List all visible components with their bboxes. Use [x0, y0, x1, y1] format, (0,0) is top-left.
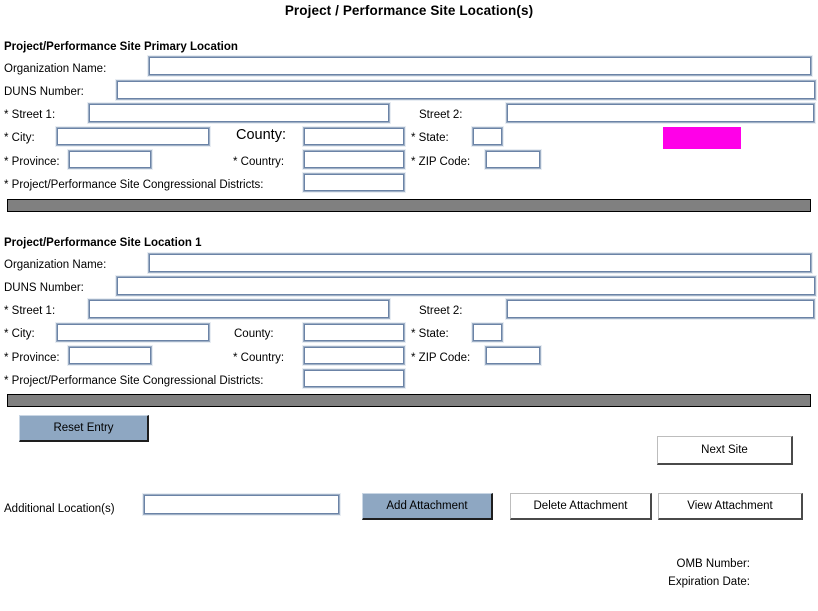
input-additional-locations[interactable] [142, 493, 341, 516]
section-heading-location-1: Project/Performance Site Location 1 [4, 237, 202, 249]
input-duns-number-primary[interactable] [115, 79, 817, 101]
label-congressional-districts-primary: * Project/Performance Site Congressional… [4, 179, 264, 191]
label-organization-name-location-1: Organization Name: [4, 259, 107, 271]
input-street2-location-1[interactable] [505, 298, 816, 320]
reset-entry-button[interactable]: Reset Entry [19, 415, 149, 442]
input-street1-primary[interactable] [87, 102, 391, 124]
highlight-block [663, 127, 741, 149]
input-county-location-1[interactable] [302, 322, 406, 343]
page-title: Project / Performance Site Location(s) [284, 3, 534, 18]
input-county-primary[interactable] [302, 126, 406, 147]
input-city-location-1[interactable] [55, 322, 211, 343]
input-city-primary[interactable] [55, 126, 211, 147]
delete-attachment-button[interactable]: Delete Attachment [510, 493, 652, 520]
input-state-primary[interactable] [471, 126, 504, 147]
label-state-primary: * State: [411, 132, 449, 144]
view-attachment-button[interactable]: View Attachment [658, 493, 803, 520]
add-attachment-button[interactable]: Add Attachment [362, 493, 493, 520]
input-zip-code-primary[interactable] [484, 149, 542, 170]
label-street2-primary: Street 2: [419, 109, 463, 121]
label-street2-location-1: Street 2: [419, 305, 463, 317]
label-zip-code-primary: * ZIP Code: [411, 156, 471, 168]
input-state-location-1[interactable] [471, 322, 504, 343]
input-congressional-districts-primary[interactable] [302, 172, 406, 193]
label-street1-location-1: * Street 1: [4, 305, 56, 317]
next-site-button[interactable]: Next Site [657, 436, 793, 465]
label-country-location-1: * Country: [233, 352, 285, 364]
label-county-location-1: County: [234, 328, 274, 340]
label-province-primary: * Province: [4, 156, 60, 168]
label-street1-primary: * Street 1: [4, 109, 56, 121]
section-separator-2 [7, 394, 811, 407]
input-zip-code-location-1[interactable] [484, 345, 542, 366]
label-organization-name-primary: Organization Name: [4, 63, 107, 75]
expiration-date-label: Expiration Date: [668, 576, 750, 588]
label-country-primary: * Country: [233, 156, 285, 168]
label-city-location-1: * City: [4, 328, 35, 340]
input-country-primary[interactable] [302, 149, 406, 170]
label-city-primary: * City: [4, 132, 35, 144]
section-heading-primary-location: Project/Performance Site Primary Locatio… [4, 41, 238, 53]
label-zip-code-location-1: * ZIP Code: [411, 352, 471, 364]
label-congressional-districts-location-1: * Project/Performance Site Congressional… [4, 375, 264, 387]
label-province-location-1: * Province: [4, 352, 60, 364]
input-organization-name-primary[interactable] [147, 55, 813, 77]
input-province-location-1[interactable] [67, 345, 153, 366]
input-organization-name-location-1[interactable] [147, 252, 813, 274]
label-state-location-1: * State: [411, 328, 449, 340]
omb-number-label: OMB Number: [676, 558, 751, 570]
label-duns-number-location-1: DUNS Number: [4, 282, 84, 294]
input-country-location-1[interactable] [302, 345, 406, 366]
section-separator-1 [7, 199, 811, 212]
label-county-primary: County: [236, 127, 286, 143]
input-province-primary[interactable] [67, 149, 153, 170]
label-additional-locations: Additional Location(s) [4, 503, 115, 515]
input-street1-location-1[interactable] [87, 298, 391, 320]
input-street2-primary[interactable] [505, 102, 816, 124]
input-duns-number-location-1[interactable] [115, 275, 817, 297]
label-duns-number-primary: DUNS Number: [4, 86, 84, 98]
input-congressional-districts-location-1[interactable] [302, 368, 406, 389]
